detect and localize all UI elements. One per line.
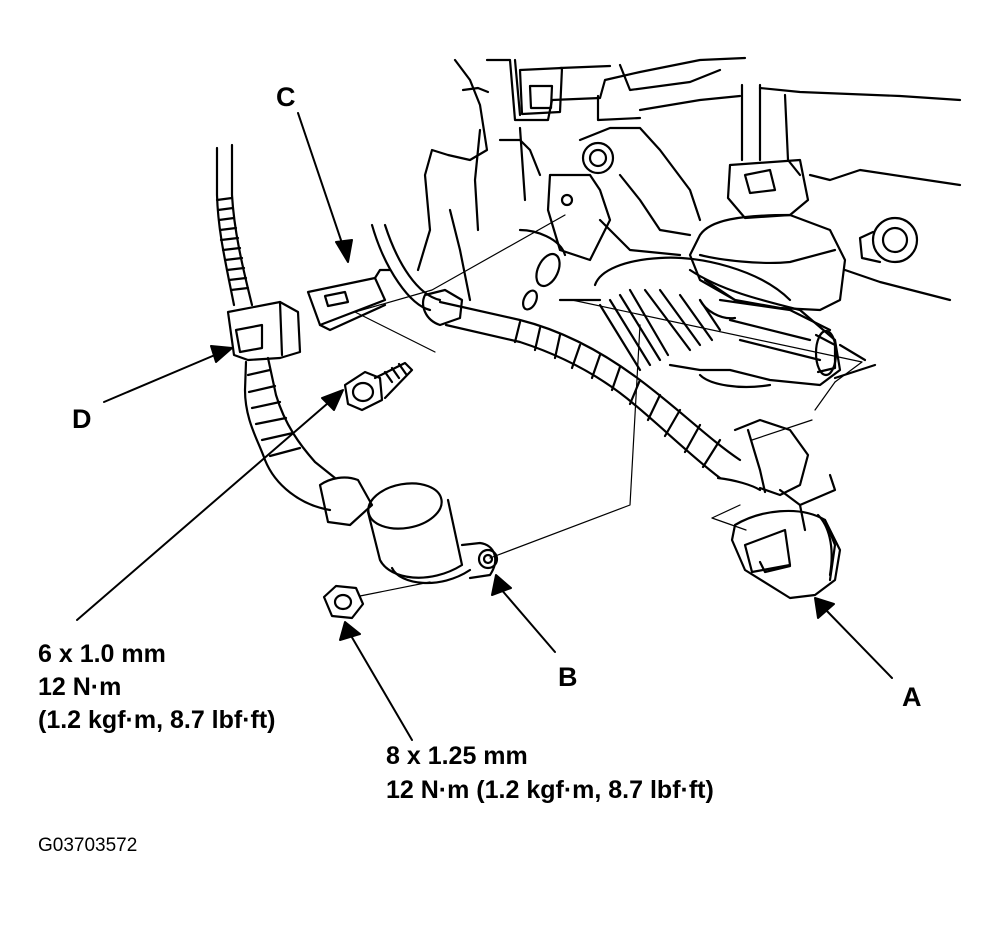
callout-arrows (76, 112, 893, 741)
outline-leaders (354, 214, 863, 597)
bolt-6mm-torque: 12 N·m (38, 673, 122, 701)
alternator (593, 256, 877, 389)
nut-8mm-size: 8 x 1.25 mm (386, 742, 528, 770)
arrow-b (499, 587, 556, 653)
figure-id: G03703572 (38, 835, 138, 856)
nut-8mm-torque: 12 N·m (1.2 kgf·m, 8.7 lbf·ft) (386, 776, 714, 804)
arrow-bolt-6mm (76, 396, 336, 621)
arrow-c (297, 112, 346, 253)
arrow-d (103, 351, 223, 403)
callout-c: C (276, 82, 296, 112)
bolt-6mm (343, 361, 414, 412)
engine-block (416, 56, 962, 311)
knock-sensor (366, 482, 499, 584)
harness-a (370, 223, 842, 600)
arrow-a (824, 608, 893, 679)
arrow-nut-8mm (349, 633, 413, 741)
callout-a: A (902, 682, 922, 712)
callout-d: D (72, 404, 92, 434)
callout-b: B (558, 662, 578, 692)
upper-connector (688, 83, 919, 312)
bracket-plate-c (306, 268, 392, 332)
bolt-6mm-size: 6 x 1.0 mm (38, 640, 166, 668)
nut-8mm (322, 584, 365, 620)
harness-d (215, 143, 374, 527)
bolt-6mm-torque-alt: (1.2 kgf·m, 8.7 lbf·ft) (38, 706, 276, 734)
mounting-bracket (546, 126, 702, 262)
